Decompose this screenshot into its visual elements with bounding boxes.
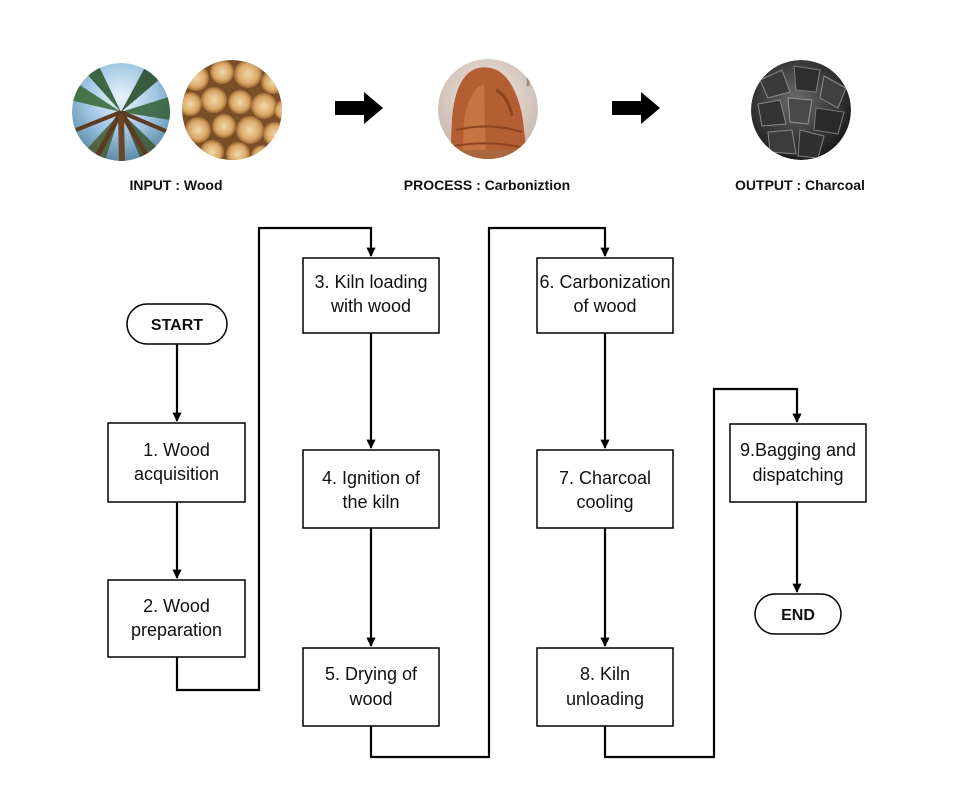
end-label: END <box>781 607 815 624</box>
step-4-line1: 4. Ignition of <box>322 468 421 488</box>
step-3-box: 3. Kiln loading with wood <box>302 257 440 334</box>
step-1-line2: acquisition <box>134 464 219 484</box>
step-3-line2: with wood <box>330 296 411 316</box>
connector-step8-to-step9 <box>603 387 802 759</box>
step-6-line1: 6. Carbonization <box>539 272 670 292</box>
start-label: START <box>151 317 203 334</box>
step-8-line2: unloading <box>566 689 644 709</box>
step-2-line2: preparation <box>131 620 222 640</box>
step-8-box: 8. Kiln unloading <box>536 647 674 727</box>
log-pile-image <box>182 60 282 160</box>
step-6-box: 6. Carbonization of wood <box>536 257 674 334</box>
step-4-box: 4. Ignition of the kiln <box>302 449 440 529</box>
step-6-line2: of wood <box>573 296 636 316</box>
step-9-line1: 9.Bagging and <box>740 440 856 460</box>
step-5-line1: 5. Drying of <box>325 664 418 684</box>
step-7-line2: cooling <box>576 492 633 512</box>
step-8-line1: 8. Kiln <box>580 664 630 684</box>
output-caption: OUTPUT : Charcoal <box>735 177 865 193</box>
forest-image <box>72 63 170 161</box>
step-9-box: 9.Bagging and dispatching <box>729 423 867 503</box>
connector-step2-to-step3 <box>175 226 376 692</box>
step-5-line2: wood <box>348 689 392 709</box>
step-7-line1: 7. Charcoal <box>559 468 651 488</box>
step-7-box: 7. Charcoal cooling <box>536 449 674 529</box>
charcoal-image <box>751 60 851 160</box>
start-terminal: START <box>126 303 228 345</box>
step-2-box: 2. Wood preparation <box>107 579 246 658</box>
arrow-right-icon <box>612 92 660 124</box>
input-caption: INPUT : Wood <box>129 177 222 193</box>
step-2-line1: 2. Wood <box>143 596 210 616</box>
step-1-line1: 1. Wood <box>143 440 210 460</box>
step-4-line2: the kiln <box>342 492 399 512</box>
step-3-line1: 3. Kiln loading <box>314 272 427 292</box>
arrow-right-icon <box>335 92 383 124</box>
end-terminal: END <box>754 593 842 635</box>
connector-step5-to-step6 <box>369 226 610 759</box>
step-9-line2: dispatching <box>752 465 843 485</box>
process-caption: PROCESS : Carboniztion <box>404 177 570 193</box>
step-1-box: 1. Wood acquisition <box>107 422 246 503</box>
step-5-box: 5. Drying of wood <box>302 647 440 727</box>
kiln-image <box>438 59 538 159</box>
